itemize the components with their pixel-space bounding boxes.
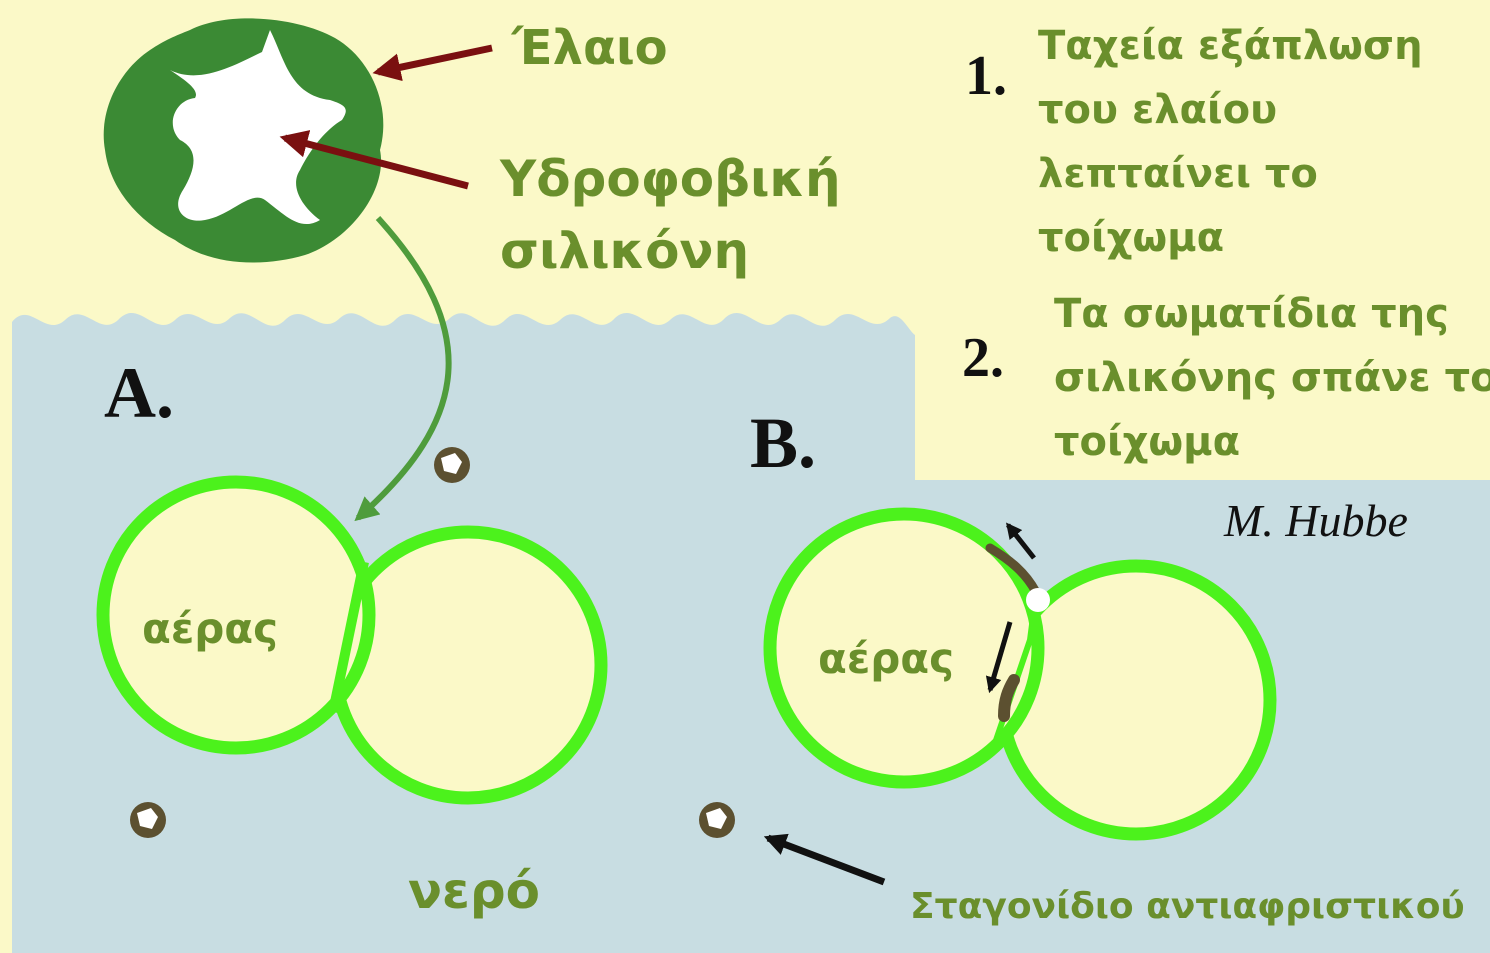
- water-label: νερό: [408, 862, 541, 920]
- antifoam-droplet: [130, 802, 166, 838]
- step-2-line: τοίχωμα: [1054, 419, 1241, 465]
- step-2-text: Τα σωματίδια της σιλικόνης σπάνε το τοίχ…: [1054, 282, 1490, 474]
- oil-label: Έλαιο: [512, 20, 668, 76]
- step-2-number: 2.: [962, 327, 1004, 389]
- spread-arrow-down: [985, 621, 1013, 694]
- author-credit: M. Hubbe: [1224, 495, 1408, 546]
- antifoam-droplet: [699, 802, 735, 838]
- silicone-label-line1: Υδροφοβική: [500, 150, 841, 208]
- step-1-number: 1.: [965, 45, 1007, 107]
- panel-b-label: B.: [750, 403, 817, 483]
- droplet-pointer-arrow: [763, 833, 886, 886]
- step-1-line: Ταχεία εξάπλωση: [1038, 23, 1423, 69]
- silicone-label-line2: σιλικόνη: [500, 222, 750, 280]
- air-label-a: αέρας: [142, 604, 279, 653]
- step-1-line: τοίχωμα: [1038, 215, 1225, 261]
- antifoam-droplet-label: Σταγονίδιο αντιαφριστικού: [910, 886, 1465, 927]
- spread-arrow-up: [1006, 522, 1036, 560]
- silicone-pointer-arrow: [279, 130, 469, 190]
- bubble-pair-a: [96, 475, 608, 805]
- step-1-line: λεπταίνει το: [1038, 151, 1318, 197]
- silicone-particle: [170, 30, 346, 225]
- antifoam-droplet: [434, 447, 470, 483]
- step-1-line: του ελαίου: [1038, 87, 1278, 133]
- breaking-silicone-particle: [1026, 588, 1050, 612]
- oil-pointer-arrow: [372, 44, 493, 82]
- zoom-arrow: [354, 215, 452, 522]
- bubble-pair-b: [763, 507, 1277, 841]
- step-2-line: Τα σωματίδια της: [1054, 291, 1449, 337]
- air-label-b: αέρας: [818, 634, 955, 683]
- step-2-line: σιλικόνης σπάνε το: [1054, 355, 1490, 401]
- thinning-oil-film: [985, 543, 1041, 597]
- step-1-text: Ταχεία εξάπλωση του ελαίου λεπταίνει το …: [1038, 14, 1423, 270]
- panel-a-label: A.: [104, 353, 174, 433]
